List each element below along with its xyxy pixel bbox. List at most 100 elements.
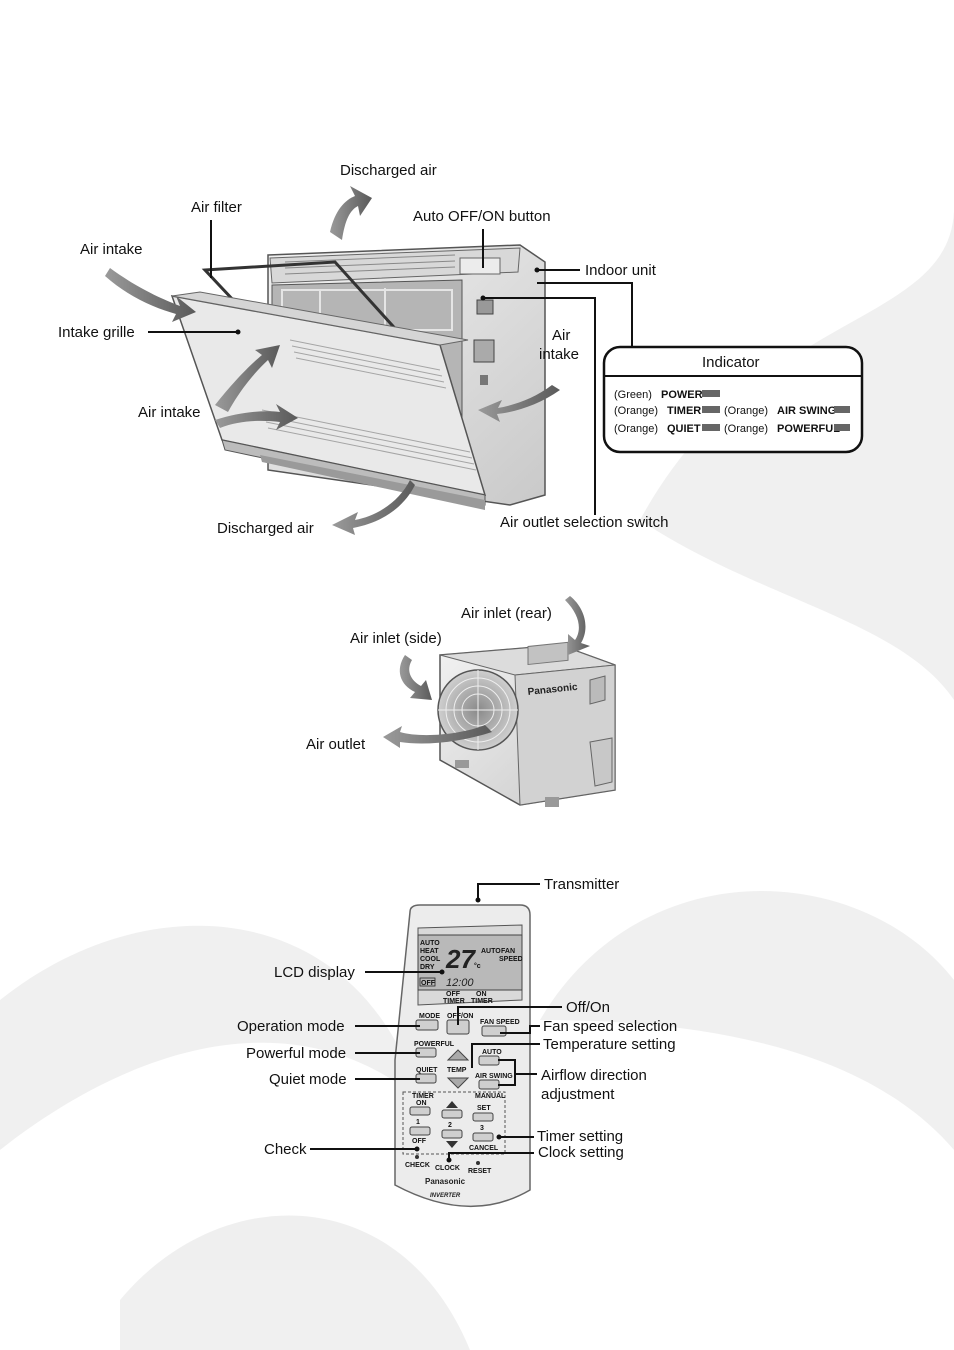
leader-fan-speed — [500, 1025, 540, 1034]
label-quiet-mode: Quiet mode — [269, 1071, 347, 1088]
temp-down-button[interactable] — [446, 1077, 470, 1089]
off-timer-1: OFF — [446, 991, 461, 998]
timer-label: TIMER — [412, 1093, 434, 1100]
check-button[interactable] — [415, 1155, 419, 1159]
remote-brand: Panasonic — [425, 1177, 466, 1186]
label-operation-mode: Operation mode — [237, 1018, 345, 1035]
indicator-color-timer: (Orange) — [614, 405, 658, 417]
label-airflow-1: Airflow direction — [541, 1067, 647, 1084]
leader-offon — [457, 1006, 562, 1025]
label-indoor-unit: Indoor unit — [585, 262, 657, 279]
indicator-name-quiet: QUIET — [667, 423, 701, 435]
lcd-mode-heat: HEAT — [420, 948, 439, 955]
timer-off-button[interactable] — [409, 1126, 431, 1136]
leader-airflow — [498, 1059, 516, 1086]
indicator-color-power: (Green) — [614, 389, 652, 401]
check-label: CHECK — [405, 1162, 430, 1169]
leader-indicator — [537, 282, 633, 348]
label-intake-grille: Intake grille — [58, 324, 135, 341]
label-outlet-switch: Air outlet selection switch — [500, 514, 668, 531]
reset-button[interactable] — [476, 1161, 480, 1165]
lcd-fan: FAN — [501, 948, 515, 955]
label-auto-button: Auto OFF/ON button — [413, 208, 551, 225]
powerful-button-label: POWERFUL — [414, 1041, 455, 1048]
timer-down-button[interactable] — [446, 1141, 458, 1148]
fan-speed-button[interactable] — [481, 1025, 507, 1037]
label-discharged-air-bottom: Discharged air — [217, 520, 314, 537]
indicator-title: Indicator — [702, 354, 760, 371]
indicator-color-air-swing: (Orange) — [724, 405, 768, 417]
timer-up-button[interactable] — [446, 1101, 458, 1108]
outdoor-brand: Panasonic — [527, 682, 578, 698]
label-clock: Clock setting — [538, 1144, 624, 1161]
set-button[interactable] — [472, 1112, 494, 1122]
timer-on-label: ON — [416, 1100, 427, 1107]
timer-on-button[interactable] — [409, 1106, 431, 1116]
leader-temperature — [471, 1043, 540, 1068]
auto-button[interactable] — [478, 1055, 500, 1066]
temp-up-button[interactable] — [446, 1049, 470, 1061]
lcd-mode-auto: AUTO — [420, 940, 440, 947]
air-swing-button[interactable] — [478, 1079, 500, 1090]
n3-label: 3 — [480, 1125, 484, 1132]
label-air-outlet: Air outlet — [306, 736, 366, 753]
reset-label: RESET — [468, 1168, 492, 1175]
label-fan-speed: Fan speed selection — [543, 1018, 677, 1035]
indicator-panel: Indicator (Green) POWER (Orange) TIMER (… — [602, 345, 864, 454]
label-timer: Timer setting — [537, 1128, 623, 1145]
indicator-name-timer: TIMER — [667, 405, 701, 417]
cancel-label: CANCEL — [469, 1145, 499, 1152]
label-powerful-mode: Powerful mode — [246, 1045, 346, 1062]
n1-label: 1 — [416, 1119, 420, 1126]
on-timer-1: ON — [476, 991, 487, 998]
lcd-temperature: 27 — [445, 944, 476, 974]
lcd-time: 12:00 — [446, 977, 474, 989]
indicator-color-powerful: (Orange) — [724, 423, 768, 435]
leader-transmitter — [477, 883, 540, 900]
label-air-filter: Air filter — [191, 199, 242, 216]
leader-outlet-switch — [483, 297, 596, 515]
label-air-intake-right-1: Air — [552, 327, 570, 344]
off-label: OFF — [412, 1138, 427, 1145]
n2-label: 2 — [448, 1122, 452, 1129]
label-airflow-2: adjustment — [541, 1086, 615, 1103]
remote-sub-brand: INVERTER — [430, 1193, 461, 1199]
indicator-color-quiet: (Orange) — [614, 423, 658, 435]
air-swing-button-label: AIR SWING — [475, 1073, 513, 1080]
label-offon: Off/On — [566, 999, 610, 1016]
label-air-inlet-rear: Air inlet (rear) — [461, 605, 552, 622]
indicator-lamp-quiet — [702, 424, 720, 431]
fan-speed-button-label: FAN SPEED — [480, 1019, 520, 1026]
auto-button-label: AUTO — [482, 1049, 502, 1056]
indicator-name-air-swing: AIR SWING — [777, 405, 836, 417]
lcd-speed: SPEED — [499, 956, 523, 963]
indicator-name-power: POWER — [661, 389, 703, 401]
indoor-unit-illustration — [105, 186, 560, 535]
label-check: Check — [264, 1141, 307, 1158]
label-temperature: Temperature setting — [543, 1036, 676, 1053]
label-air-inlet-side: Air inlet (side) — [350, 630, 442, 647]
manual-label: MANUAL — [475, 1093, 506, 1100]
lcd-mode-dry: DRY — [420, 964, 435, 971]
temp-label: TEMP — [447, 1067, 467, 1074]
indicator-lamp-power — [702, 390, 720, 397]
indicator-name-powerful: POWERFUL — [777, 423, 840, 435]
remote-illustration: AUTO HEAT COOL DRY 27 °c AUTO FAN SPEED … — [394, 904, 531, 1208]
label-air-intake-right-2: intake — [539, 346, 579, 363]
indicator-lamp-timer — [702, 406, 720, 413]
label-transmitter: Transmitter — [544, 876, 619, 893]
label-lcd: LCD display — [274, 964, 355, 981]
mode-button-label: MODE — [419, 1013, 440, 1020]
clock-label: CLOCK — [435, 1165, 460, 1172]
lcd-unit: °c — [474, 962, 481, 970]
lcd-off-tag: OFF — [421, 980, 436, 987]
label-air-intake-left: Air intake — [80, 241, 143, 258]
indicator-lamp-air-swing — [834, 406, 850, 413]
label-air-intake-bottom: Air intake — [138, 404, 201, 421]
cancel-button[interactable] — [472, 1132, 494, 1142]
label-discharged-air-top: Discharged air — [340, 162, 437, 179]
outdoor-unit-illustration: Panasonic — [383, 596, 616, 807]
on-timer-2: TIMER — [471, 998, 493, 1005]
indicator-lamp-powerful — [834, 424, 850, 431]
